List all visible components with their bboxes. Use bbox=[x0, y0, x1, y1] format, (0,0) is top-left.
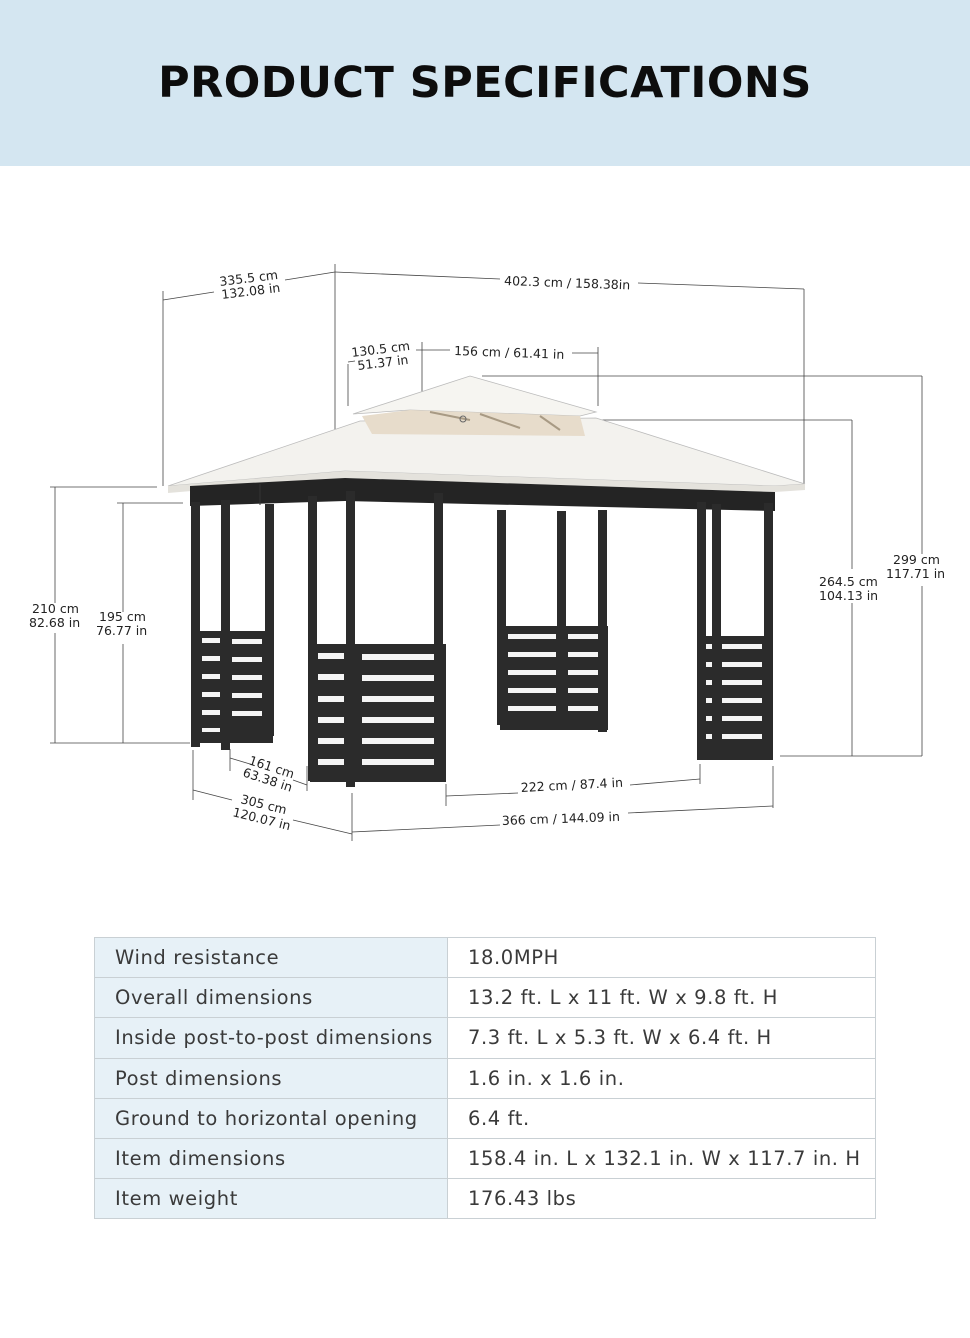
table-row: Inside post-to-post dimensions 7.3 ft. L… bbox=[94, 1017, 876, 1059]
dim-height-total-in: 117.71 in bbox=[886, 566, 945, 581]
dim-height-opening-in: 76.77 in bbox=[96, 623, 147, 638]
spec-label: Overall dimensions bbox=[94, 977, 448, 1019]
spec-value: 7.3 ft. L x 5.3 ft. W x 6.4 ft. H bbox=[447, 1017, 876, 1059]
spec-label: Wind resistance bbox=[94, 936, 448, 979]
dim-height-side-cm: 210 cm bbox=[32, 601, 79, 616]
spec-value: 158.4 in. L x 132.1 in. W x 117.7 in. H bbox=[447, 1137, 876, 1180]
spec-label: Item dimensions bbox=[94, 1137, 448, 1180]
dim-vent-depth-in: 51.37 in bbox=[357, 352, 410, 373]
spec-value: 1.6 in. x 1.6 in. bbox=[447, 1057, 876, 1099]
dim-vent-depth-cm: 130.5 cm bbox=[351, 338, 411, 360]
dim-length-top: 402.3 cm / 158.38in bbox=[504, 273, 631, 292]
canopy bbox=[167, 375, 806, 511]
dim-depth-top-cm: 335.5 cm bbox=[219, 267, 279, 289]
page-title: PRODUCT SPECIFICATIONS bbox=[158, 58, 812, 108]
table-row: Wind resistance 18.0MPH bbox=[94, 936, 876, 979]
spec-label: Inside post-to-post dimensions bbox=[94, 1017, 448, 1059]
spec-value: 13.2 ft. L x 11 ft. W x 9.8 ft. H bbox=[447, 977, 876, 1019]
table-row: Post dimensions 1.6 in. x 1.6 in. bbox=[94, 1057, 876, 1099]
gazebo-diagram: 335.5 cm 132.08 in 402.3 cm / 158.38in 1… bbox=[0, 166, 970, 886]
spec-label: Item weight bbox=[94, 1178, 448, 1220]
dimension-labels: 335.5 cm 132.08 in 402.3 cm / 158.38in 1… bbox=[29, 267, 945, 833]
dim-vent-length: 156 cm / 61.41 in bbox=[454, 343, 565, 362]
gazebo-illustration: 335.5 cm 132.08 in 402.3 cm / 158.38in 1… bbox=[29, 264, 945, 841]
table-row: Ground to horizontal opening 6.4 ft. bbox=[94, 1097, 876, 1139]
table-row: Item dimensions 158.4 in. L x 132.1 in. … bbox=[94, 1137, 876, 1180]
dimension-lines bbox=[50, 264, 923, 841]
dim-depth-top-in: 132.08 in bbox=[221, 280, 281, 302]
dim-height-side-in: 82.68 in bbox=[29, 615, 80, 630]
header-banner: PRODUCT SPECIFICATIONS bbox=[0, 0, 970, 166]
dim-height-eave-cm: 264.5 cm bbox=[819, 574, 878, 589]
posts bbox=[191, 491, 773, 787]
table-row: Item weight 176.43 lbs bbox=[94, 1178, 876, 1220]
dim-height-total-cm: 299 cm bbox=[893, 552, 940, 567]
spec-label: Ground to horizontal opening bbox=[94, 1097, 448, 1139]
table-row: Overall dimensions 13.2 ft. L x 11 ft. W… bbox=[94, 977, 876, 1019]
spec-value: 176.43 lbs bbox=[447, 1178, 876, 1220]
spec-table: Wind resistance 18.0MPH Overall dimensio… bbox=[94, 936, 876, 1220]
privacy-panels bbox=[194, 626, 773, 782]
spec-label: Post dimensions bbox=[94, 1057, 448, 1099]
dim-height-opening-cm: 195 cm bbox=[99, 609, 146, 624]
dim-height-eave-in: 104.13 in bbox=[819, 588, 878, 603]
spec-value: 18.0MPH bbox=[447, 936, 876, 979]
spec-value: 6.4 ft. bbox=[447, 1097, 876, 1139]
dim-base-length: 366 cm / 144.09 in bbox=[502, 809, 621, 828]
dim-inner-length: 222 cm / 87.4 in bbox=[520, 775, 623, 795]
